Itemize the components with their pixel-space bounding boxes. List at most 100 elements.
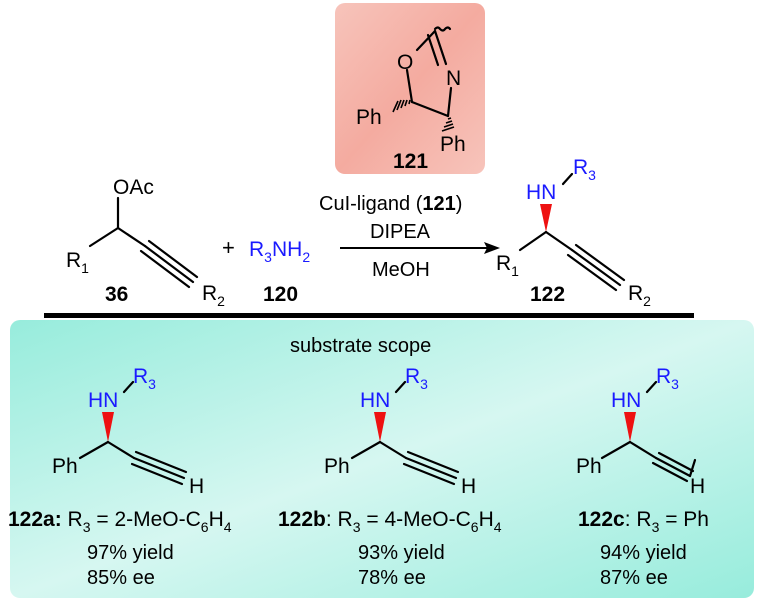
svg-text:HN: HN bbox=[526, 181, 556, 204]
product-122-structure: HN R3 R1 R2 122 bbox=[496, 156, 651, 309]
scope-122b-label-post: H bbox=[479, 508, 494, 531]
svg-text:122b: R3 = 4-MeO-C6H4: 122b: R3 = 4-MeO-C6H4 bbox=[278, 508, 502, 535]
product-122-r3: R bbox=[573, 156, 588, 179]
scope-122b-sep: : bbox=[326, 508, 332, 531]
svg-text:R2: R2 bbox=[628, 282, 651, 309]
scope-122c-sep: : bbox=[625, 508, 631, 531]
reactant-120: R3NH2 120 bbox=[249, 238, 310, 306]
scope-122b-ee: 78% ee bbox=[358, 567, 426, 589]
scope-box bbox=[10, 320, 754, 598]
scope-122c-r: R bbox=[656, 365, 671, 388]
conditions-line3: MeOH bbox=[372, 259, 430, 281]
scope-122a-label-sub3: 4 bbox=[224, 519, 232, 535]
product-122-r1-sub: 1 bbox=[511, 263, 519, 279]
scope-122a-label-eq: = 2-MeO-C bbox=[91, 508, 201, 531]
ligand-nitrogen-label: N bbox=[446, 67, 461, 90]
scope-122c-label-pre: R bbox=[631, 508, 652, 531]
reactant-36-r2: R bbox=[202, 282, 217, 305]
scope-122c-hn: HN bbox=[611, 389, 641, 412]
svg-text:R3: R3 bbox=[405, 365, 428, 392]
conditions-line1-post: ) bbox=[456, 193, 463, 215]
scope-122b-r: R bbox=[405, 365, 420, 388]
scope-122a-label-sub2: 6 bbox=[201, 519, 209, 535]
separator-bar bbox=[44, 313, 694, 318]
svg-text:R3: R3 bbox=[573, 156, 596, 183]
product-122-wedge bbox=[540, 204, 552, 232]
scope-122b-label-sub: 3 bbox=[353, 519, 361, 535]
scope-122c-ee: 87% ee bbox=[600, 567, 668, 589]
scope-item-122c: HN R3 Ph H 122c: R3 = Ph 94% yield 87% e… bbox=[576, 365, 709, 589]
reactant-36-r1-sub: 1 bbox=[81, 260, 89, 276]
conditions-line1-bold: 121 bbox=[422, 193, 455, 215]
product-122-r1: R bbox=[496, 252, 511, 275]
scope-122a-h: H bbox=[189, 475, 204, 498]
scope-122a-label-post: H bbox=[209, 508, 224, 531]
conditions-line1-pre: CuI-ligand ( bbox=[319, 193, 423, 215]
conditions-line2: DIPEA bbox=[370, 221, 431, 243]
scope-122b-wedge bbox=[374, 412, 386, 442]
scope-item-122a: HN R3 Ph H 122a: R3 = 2-MeO-C6H4 97% yie… bbox=[8, 365, 232, 589]
scope-122b-label-eq: = 4-MeO-C bbox=[361, 508, 471, 531]
product-122-r2: R bbox=[628, 282, 643, 305]
scope-122b-h: H bbox=[461, 475, 476, 498]
scope-122c-label-eq: = Ph bbox=[659, 508, 709, 531]
scope-122b-label-sub3: 4 bbox=[494, 519, 502, 535]
reactant-120-r: R bbox=[249, 238, 264, 261]
reaction-arrow-head bbox=[484, 242, 500, 254]
scope-122a-sep: : bbox=[55, 508, 62, 531]
reactant-36-id: 36 bbox=[105, 283, 128, 306]
ligand-oxygen-label: O bbox=[397, 51, 413, 74]
ligand-id: 121 bbox=[393, 150, 428, 173]
product-122-r2-sub: 2 bbox=[643, 293, 651, 309]
scope-122b-id: 122b bbox=[278, 508, 326, 531]
scope-122c-yield: 94% yield bbox=[600, 542, 687, 564]
scope-122c-rsub: 3 bbox=[671, 376, 679, 392]
scope-122b-rsub: 3 bbox=[420, 376, 428, 392]
scope-122a-wedge bbox=[102, 412, 114, 442]
svg-text:R3NH2: R3NH2 bbox=[249, 238, 310, 265]
svg-text:R2: R2 bbox=[202, 282, 225, 309]
scope-item-122b: HN R3 Ph H 122b: R3 = 4-MeO-C6H4 93% yie… bbox=[278, 365, 502, 589]
reactant-36-r2-sub: 2 bbox=[217, 293, 225, 309]
plus-sign: + bbox=[222, 235, 235, 260]
scope-122a-rsub: 3 bbox=[148, 376, 156, 392]
scope-122b-label-sub2: 6 bbox=[471, 519, 479, 535]
reactant-120-nh: NH bbox=[272, 238, 302, 261]
reactant-120-sub3: 3 bbox=[264, 249, 272, 265]
svg-text:R1: R1 bbox=[66, 249, 89, 276]
svg-text:CuI-ligand (121): CuI-ligand (121) bbox=[319, 193, 462, 215]
svg-text:R3: R3 bbox=[656, 365, 679, 392]
product-122-id: 122 bbox=[530, 283, 565, 306]
reactant-36-structure: OAc R1 R2 36 bbox=[66, 176, 225, 309]
scope-122a-yield: 97% yield bbox=[87, 542, 174, 564]
svg-text:R1: R1 bbox=[496, 252, 519, 279]
scope-122c-h: H bbox=[690, 475, 705, 498]
reactant-120-sub2: 2 bbox=[302, 249, 310, 265]
reactant-120-id: 120 bbox=[263, 283, 298, 306]
reactant-36-r1: R bbox=[66, 249, 81, 272]
scope-122c-label-sub: 3 bbox=[652, 519, 660, 535]
ligand-phenyl-left: Ph bbox=[356, 106, 382, 129]
svg-text:122c: R3 = Ph: 122c: R3 = Ph bbox=[578, 508, 709, 535]
scope-122a-ee: 85% ee bbox=[87, 567, 155, 589]
product-122-r3-sub: 3 bbox=[588, 167, 596, 183]
reactant-36-oac: OAc bbox=[113, 176, 154, 199]
scope-122b-label-pre: R bbox=[332, 508, 353, 531]
ligand-121-structure: O N Ph Ph 121 bbox=[356, 26, 466, 173]
scope-122a-r: R bbox=[133, 365, 148, 388]
scope-122b-hn: HN bbox=[360, 389, 390, 412]
svg-text:122a: R3 = 2-MeO-C6H4: 122a: R3 = 2-MeO-C6H4 bbox=[8, 508, 232, 535]
scope-122a-ph: Ph bbox=[52, 455, 78, 478]
scope-122a-hn: HN bbox=[88, 389, 118, 412]
scope-122c-ph: Ph bbox=[576, 455, 602, 478]
scope-title: substrate scope bbox=[290, 335, 431, 357]
svg-text:R3: R3 bbox=[133, 365, 156, 392]
scope-122b-yield: 93% yield bbox=[358, 542, 445, 564]
ligand-phenyl-right: Ph bbox=[440, 133, 466, 156]
scope-122a-label-pre: R bbox=[62, 508, 83, 531]
scope-122c-id: 122c bbox=[578, 508, 625, 531]
scope-122b-ph: Ph bbox=[324, 455, 350, 478]
scope-122c-wedge bbox=[624, 412, 636, 442]
scope-122a-label-sub: 3 bbox=[83, 519, 91, 535]
